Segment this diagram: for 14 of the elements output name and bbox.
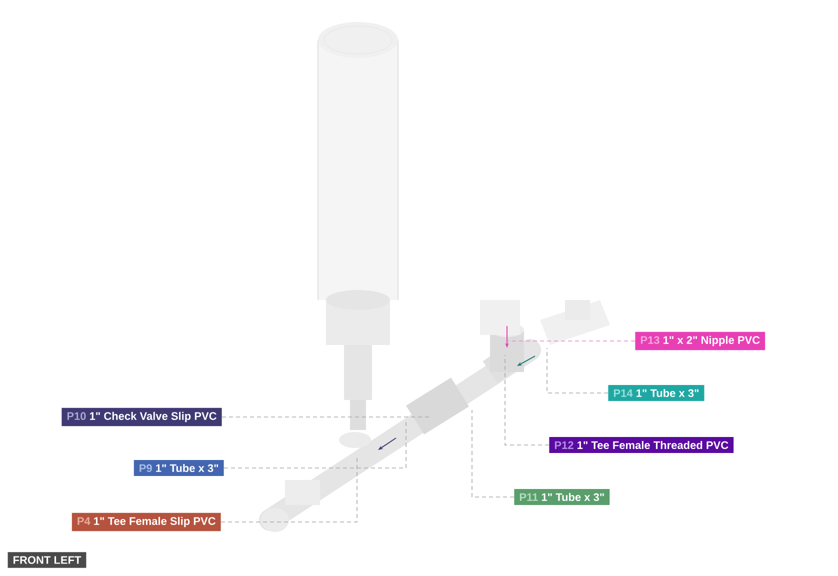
part-label: P4 1" Tee Female Slip PVC <box>72 512 221 532</box>
leader-line <box>546 348 608 394</box>
leader-line <box>472 410 514 498</box>
view-label: FRONT LEFT <box>8 552 86 568</box>
leader-line <box>222 416 430 418</box>
part-label: P11 1" Tube x 3" <box>514 488 610 506</box>
part-label: P9 1" Tube x 3" <box>134 460 224 476</box>
part-label: P12 1" Tee Female Threaded PVC <box>549 436 734 454</box>
part-label: P13 1" x 2" Nipple PVC <box>635 332 766 350</box>
leader-line <box>504 354 550 446</box>
part-label: P10 1" Check Valve Slip PVC <box>62 408 222 426</box>
part-label: P14 1" Tube x 3" <box>608 384 704 402</box>
leader-line <box>508 340 636 342</box>
leader-line <box>224 420 406 468</box>
